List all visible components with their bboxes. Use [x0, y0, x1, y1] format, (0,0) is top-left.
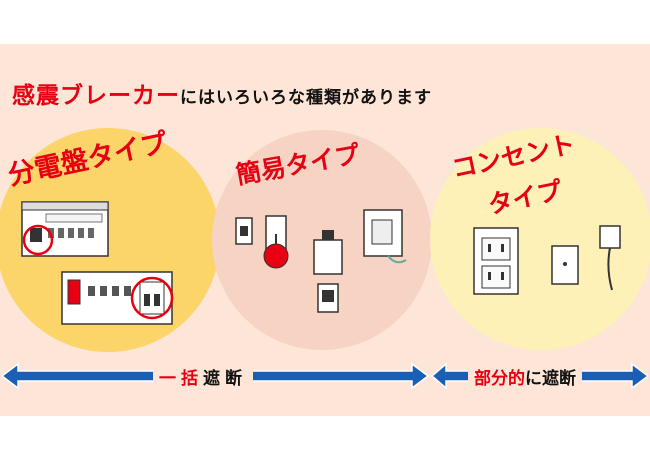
partial-cutoff-label: 部分的に遮断: [468, 364, 582, 389]
partial-cutoff-label-1: 部分的: [474, 369, 525, 389]
bulk-cutoff-label-4: 断: [225, 369, 247, 389]
distribution-panel-icon: [21, 201, 174, 325]
bulk-cutoff-label-2: 括: [181, 369, 203, 389]
bulk-cutoff-label-3: 遮: [203, 369, 225, 389]
partial-cutoff-label-2: に: [525, 369, 542, 389]
breaker-box-bottom: [61, 271, 173, 325]
bulk-cutoff-label-1: 一: [159, 369, 181, 389]
outlet-type-icon: [473, 225, 621, 295]
headline: 感震ブレーカーにはいろいろな種類があります: [12, 76, 432, 110]
highlight-circle: [22, 224, 54, 256]
highlight-circle: [130, 276, 174, 320]
breaker-box-top: [21, 201, 109, 257]
simple-type-icon: [235, 209, 407, 313]
headline-red: 感震ブレーカー: [12, 83, 180, 109]
partial-cutoff-label-3: 遮断: [542, 369, 576, 389]
headline-black: にはいろいろな種類があります: [180, 88, 432, 108]
bulk-cutoff-label: 一括遮断: [153, 364, 253, 389]
